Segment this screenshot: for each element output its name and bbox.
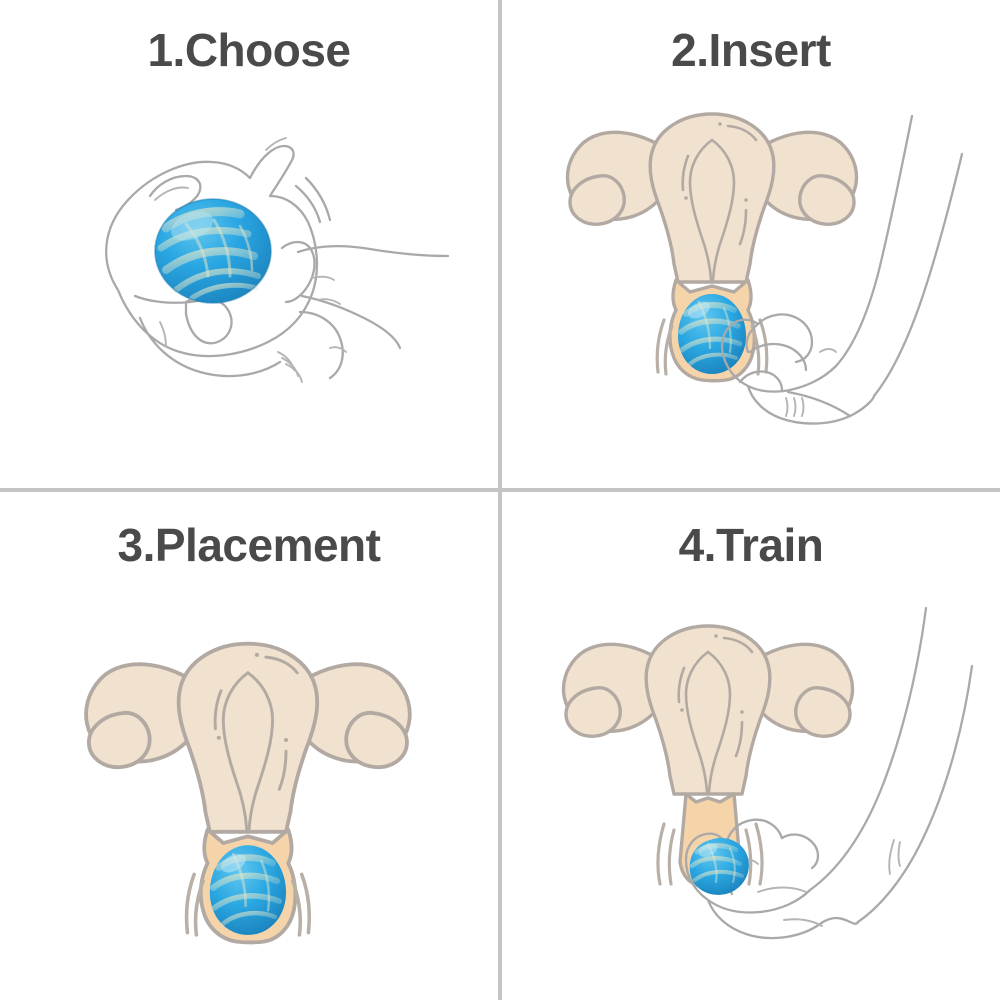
hand-icon [684, 606, 974, 940]
panel-2-title: 2.Insert [671, 24, 831, 76]
kegel-ball-icon [678, 294, 746, 374]
panel-3-title: 3.Placement [117, 519, 381, 571]
uterus-insert-illustration [565, 112, 964, 425]
vertical-divider [498, 0, 502, 1000]
panel-step-1: 1.Choose [0, 0, 498, 488]
uterus-train-illustration [561, 606, 974, 940]
panel-4-title: 4.Train [678, 519, 824, 571]
panel-step-2: 2.Insert [502, 0, 1000, 488]
panel-step-4: 4.Train [502, 492, 1000, 1000]
kegel-ball-icon [209, 845, 286, 935]
hand-holding-ball-illustration [105, 137, 450, 383]
hand-icon [720, 114, 964, 425]
uterus-placement-illustration [84, 641, 412, 945]
kegel-ball-icon [154, 198, 272, 304]
panel-1-title: 1.Choose [147, 24, 351, 76]
kegel-ball-icon [689, 838, 749, 895]
horizontal-divider [0, 488, 1000, 492]
panel-step-3: 3.Placement [0, 492, 498, 1000]
